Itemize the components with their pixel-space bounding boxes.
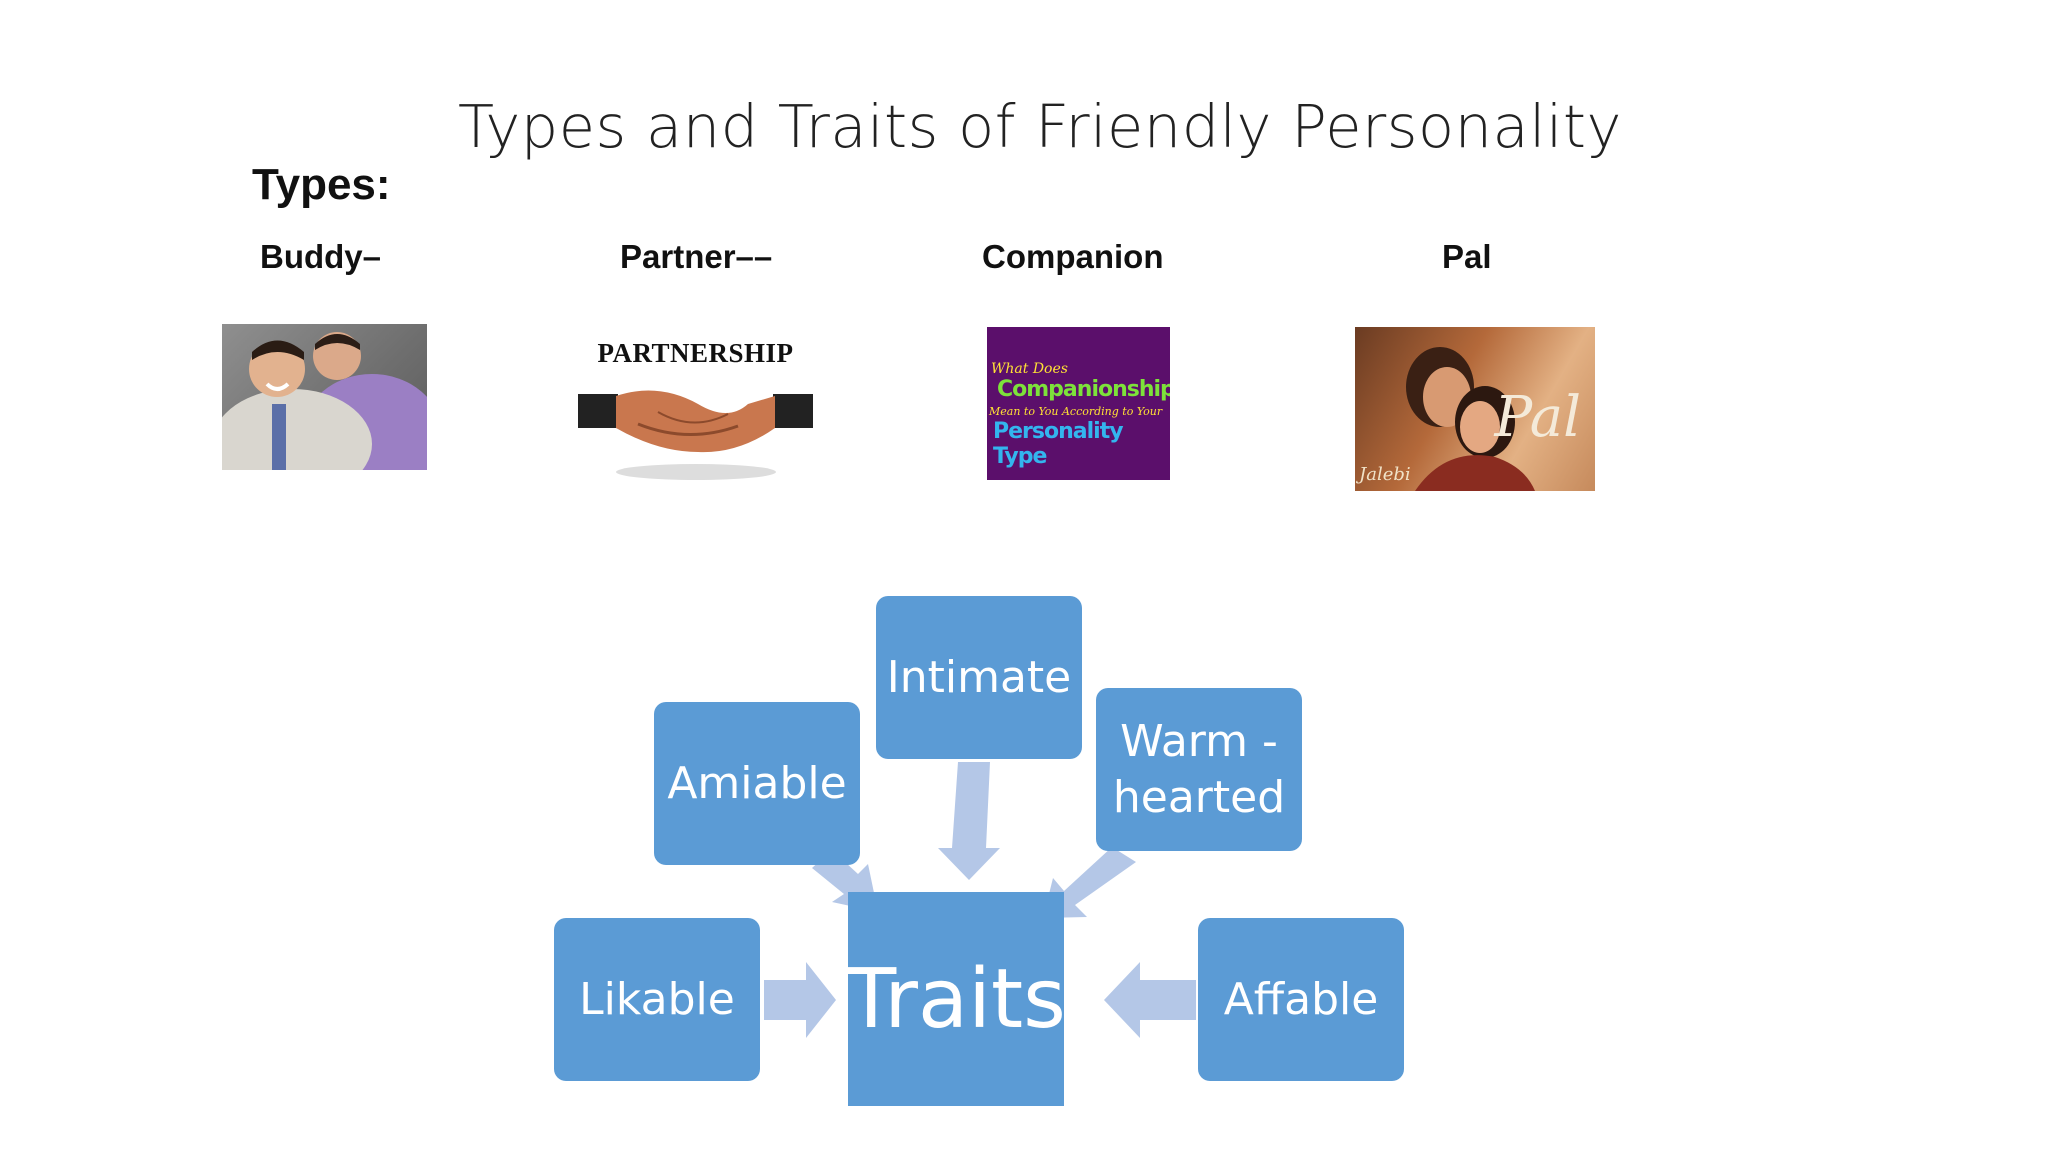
arrow-likable [764, 962, 836, 1038]
pal-title: Pal [1494, 385, 1581, 450]
pal-poster: Pal Jalebi [1355, 327, 1595, 491]
companion-line-4: Personality Type [993, 419, 1124, 469]
node-warm-hearted: Warm - hearted [1096, 688, 1302, 851]
node-intimate: Intimate [876, 596, 1082, 759]
node-amiable: Amiable [654, 702, 860, 865]
arrow-intimate [938, 762, 1000, 880]
type-label-companion: Companion [982, 238, 1164, 275]
companion-line-3: Mean to You According to Your [989, 405, 1163, 418]
companionship-image: What Does Companionship Mean to You Acco… [987, 327, 1170, 480]
companion-line-1: What Does [991, 361, 1068, 377]
type-label-pal: Pal [1442, 238, 1492, 275]
companion-line-2: Companionship [997, 377, 1170, 402]
type-label-buddy: Buddy– [260, 238, 382, 275]
node-affable: Affable [1198, 918, 1404, 1081]
arrow-affable [1104, 962, 1196, 1038]
node-likable: Likable [554, 918, 760, 1081]
pal-subtitle: Jalebi [1359, 464, 1411, 485]
node-traits-center: Traits [846, 892, 1066, 1106]
type-label-partner: Partner–– [620, 238, 773, 275]
types-heading: Types: [252, 160, 391, 209]
partnership-image: PARTNERSHIP [578, 334, 813, 484]
arrow-warm-hearted [1043, 847, 1136, 918]
slide-title: Types and Traits of Friendly Personality [458, 92, 1622, 161]
buddy-photo [222, 324, 427, 470]
partnership-text: PARTNERSHIP [597, 338, 794, 368]
